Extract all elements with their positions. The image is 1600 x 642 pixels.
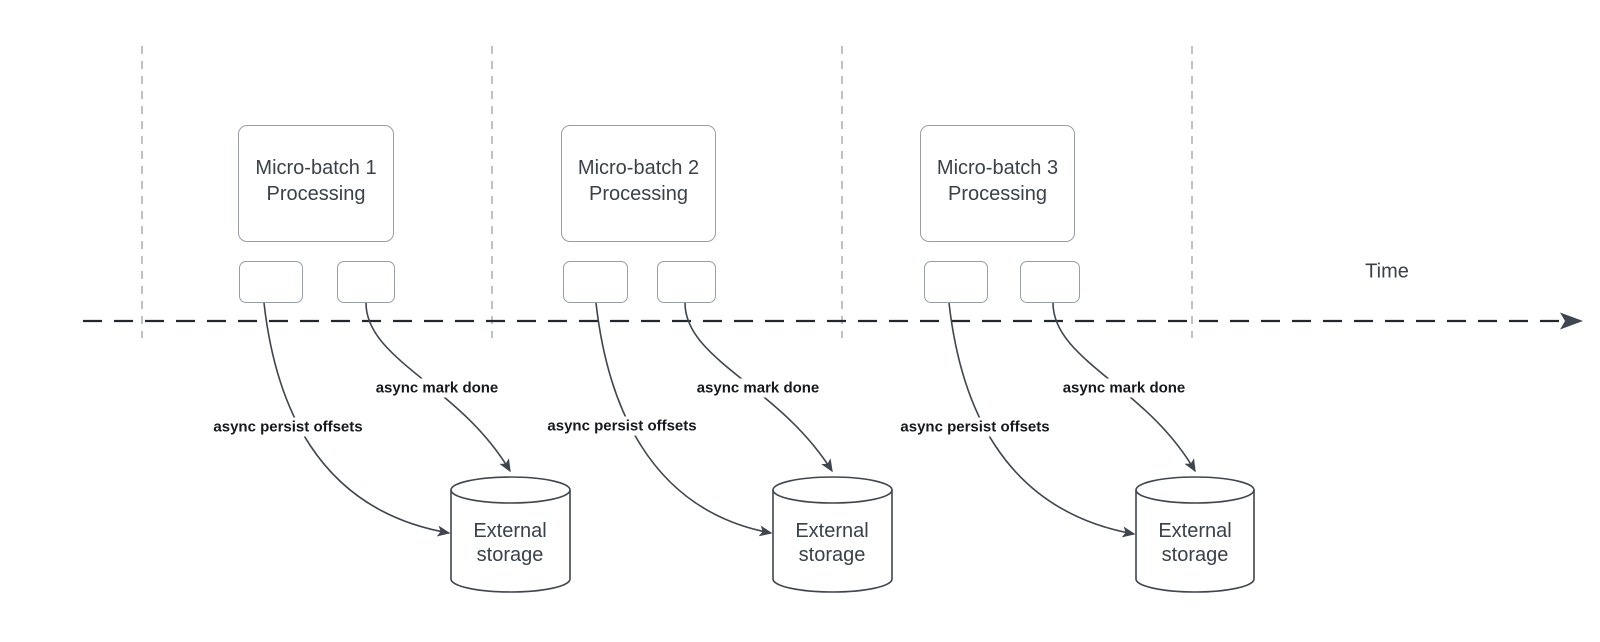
- task-box: [924, 261, 988, 303]
- task-box: [563, 261, 628, 303]
- persist-offsets-label: async persist offsets: [210, 417, 366, 437]
- persist-offsets-arrow: [595, 302, 773, 537]
- external-storage-label: External storage: [795, 520, 869, 566]
- external-storage-cylinder: [450, 476, 571, 593]
- micro-batch-1-processing-box: Micro-batch 1 Processing: [238, 125, 394, 242]
- process-box-label: Micro-batch 1 Processing: [255, 156, 377, 205]
- mark-done-label: async mark done: [372, 378, 502, 398]
- micro-batch-2-processing-box: Micro-batch 2 Processing: [561, 125, 716, 242]
- time-axis-arrow-icon: [1560, 312, 1583, 330]
- time-axis-label: Time: [1365, 260, 1409, 283]
- persist-offsets-label: async persist offsets: [897, 417, 1053, 437]
- micro-batch-3-processing-box: Micro-batch 3 Processing: [920, 125, 1075, 242]
- process-box-label: Micro-batch 2 Processing: [577, 156, 700, 205]
- mark-done-arrow: [365, 302, 511, 473]
- mark-done-arrow: [684, 302, 833, 473]
- mark-done-label: async mark done: [1059, 378, 1189, 398]
- external-storage-label: External storage: [1158, 520, 1232, 566]
- task-box: [657, 261, 716, 303]
- process-box-label: Micro-batch 3 Processing: [936, 156, 1059, 205]
- task-box: [239, 261, 303, 303]
- mark-done-label: async mark done: [693, 378, 823, 398]
- external-storage-cylinder: [772, 476, 893, 593]
- task-box: [337, 261, 395, 303]
- persist-offsets-arrow: [948, 302, 1136, 538]
- external-storage-cylinder: [1135, 476, 1255, 593]
- task-box: [1020, 261, 1080, 303]
- external-storage-label: External storage: [473, 520, 547, 566]
- mark-done-arrow: [1052, 302, 1196, 473]
- persist-offsets-arrow: [263, 302, 451, 537]
- persist-offsets-label: async persist offsets: [544, 416, 700, 436]
